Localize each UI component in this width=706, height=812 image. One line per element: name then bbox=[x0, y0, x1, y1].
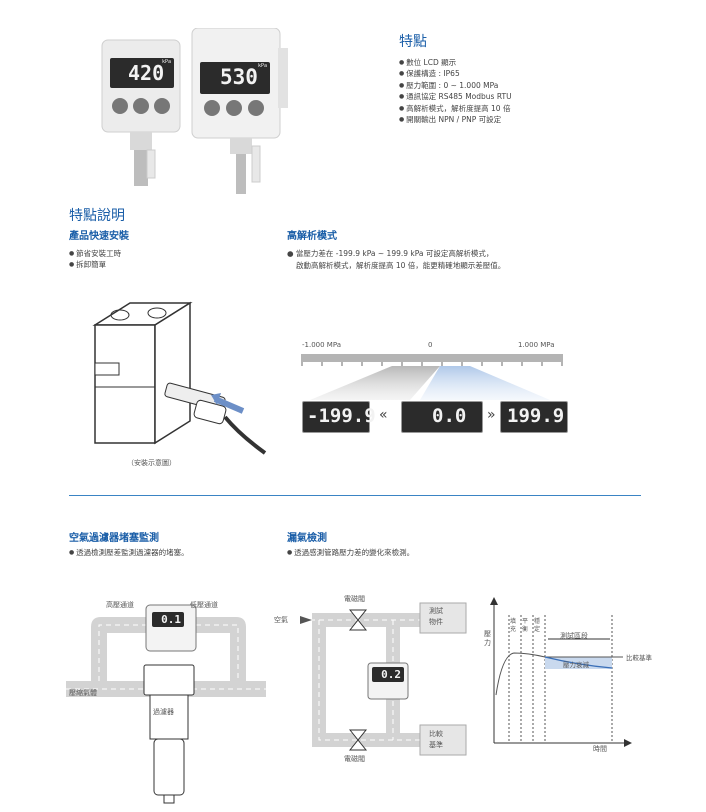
list-item: 壓力範圍 : 0 ~ 1.000 MPa bbox=[399, 80, 659, 91]
leak-graph bbox=[490, 597, 632, 747]
graph-phase-stable: 穩定 bbox=[534, 618, 541, 633]
leak-label-ref-2: 基準 bbox=[429, 741, 443, 749]
list-item: 節省安裝工時 bbox=[69, 248, 249, 259]
left-sensor-display: 420 kPa bbox=[110, 58, 174, 88]
list-item: 通訊協定 RS485 Modbus RTU bbox=[399, 91, 659, 102]
features-list: 數位 LCD 顯示保護構造 : IP65壓力範圍 : 0 ~ 1.000 MPa… bbox=[399, 57, 659, 125]
leak-label-valve-top: 電磁閥 bbox=[344, 595, 365, 603]
product-photo: 420 kPa 530 kPa bbox=[92, 27, 302, 198]
right-sensor-value: 530 bbox=[220, 65, 258, 89]
filter-display: 0.1 bbox=[152, 612, 184, 627]
product-photo-graphic bbox=[101, 27, 288, 194]
scale-min-label: -1.000 MPa bbox=[302, 341, 342, 349]
graph-xlabel: 時間 bbox=[593, 745, 607, 753]
graph-ylabel: 壓力 bbox=[484, 630, 491, 647]
filter-diagram bbox=[66, 604, 266, 804]
list-item: 高解析模式，解析度提高 10 倍 bbox=[399, 103, 659, 114]
list-item: 保護構造 : IP65 bbox=[399, 68, 659, 79]
hires-title: 高解析模式 bbox=[287, 231, 337, 242]
filter-title: 空氣過濾器堵塞監測 bbox=[69, 533, 159, 544]
scale-max-label: 1.000 MPa bbox=[518, 341, 555, 349]
pressure-scale bbox=[301, 354, 563, 400]
list-item: 開關輸出 NPN / PNP 可設定 bbox=[399, 114, 659, 125]
filter-label-air: 壓縮氣體 bbox=[69, 689, 97, 697]
graph-reference: 比較基準 bbox=[626, 654, 652, 662]
graph-phase-fill: 填充 bbox=[510, 618, 517, 633]
arrow-left-icon: « bbox=[379, 407, 388, 423]
graph-test-section: 測試區段 bbox=[560, 632, 588, 640]
leak-label-ref-1: 比較 bbox=[429, 730, 443, 738]
leak-display: 0.2 bbox=[372, 667, 404, 682]
filter-display-value: 0.1 bbox=[161, 613, 181, 626]
leak-label-valve-bottom: 電磁閥 bbox=[344, 755, 365, 763]
filter-list: 透過檢測壓差監測過濾器的堵塞。 bbox=[69, 547, 269, 558]
leak-list: 透過感測管路壓力差的變化來檢測。 bbox=[287, 547, 507, 558]
arrow-right-icon: » bbox=[487, 407, 496, 423]
list-item: 透過感測管路壓力差的變化來檢測。 bbox=[287, 547, 507, 558]
right-sensor-unit: kPa bbox=[257, 63, 267, 69]
leak-display-value: 0.2 bbox=[381, 668, 401, 681]
hires-display-right-value: 199.9 bbox=[507, 405, 565, 427]
filter-label-filter: 過濾器 bbox=[153, 708, 174, 716]
features-title: 特點 bbox=[399, 34, 427, 50]
filter-label-high: 高壓通道 bbox=[106, 601, 134, 609]
install-illustration bbox=[75, 295, 285, 455]
list-item: 拆卸簡單 bbox=[69, 259, 249, 270]
hires-display-right: 199.9 bbox=[500, 401, 568, 433]
install-illustration-graphic bbox=[92, 301, 267, 455]
graph-pressure-drop: 壓力衰減 bbox=[563, 661, 589, 669]
hires-desc-line1: ● 當壓力差在 -199.9 kPa ~ 199.9 kPa 可設定高解析模式， bbox=[287, 249, 494, 258]
list-item: 透過檢測壓差監測過濾器的堵塞。 bbox=[69, 547, 269, 558]
install-list: 節省安裝工時拆卸簡單 bbox=[69, 248, 249, 271]
install-title: 產品快速安裝 bbox=[69, 231, 129, 242]
install-caption: （安裝示意圖） bbox=[127, 459, 176, 467]
section-divider bbox=[69, 495, 641, 496]
leak-label-test-1: 測試 bbox=[429, 607, 443, 615]
hires-display-mid: 0.0 bbox=[401, 401, 483, 433]
leak-title: 漏氣檢測 bbox=[287, 533, 327, 544]
hires-display-left: -199.9 bbox=[302, 401, 376, 433]
hires-display-mid-value: 0.0 bbox=[432, 405, 467, 427]
hires-display-left-value: -199.9 bbox=[307, 405, 376, 427]
filter-label-low: 低壓通道 bbox=[190, 601, 218, 609]
left-sensor-value: 420 bbox=[128, 61, 165, 85]
list-item: 數位 LCD 顯示 bbox=[399, 57, 659, 68]
hires-desc-line2: 啟動高解析模式，解析度提高 10 倍，能更精確地顯示差壓值。 bbox=[296, 261, 506, 270]
leak-label-air: 空氣 bbox=[274, 616, 288, 624]
leak-label-test-2: 物件 bbox=[429, 618, 443, 626]
scale-mid-label: 0 bbox=[428, 341, 433, 349]
right-sensor-display: 530 kPa bbox=[200, 62, 270, 94]
left-sensor-unit: kPa bbox=[161, 59, 171, 65]
explain-title: 特點說明 bbox=[69, 208, 125, 224]
graph-phase-balance: 平衡 bbox=[522, 618, 529, 633]
